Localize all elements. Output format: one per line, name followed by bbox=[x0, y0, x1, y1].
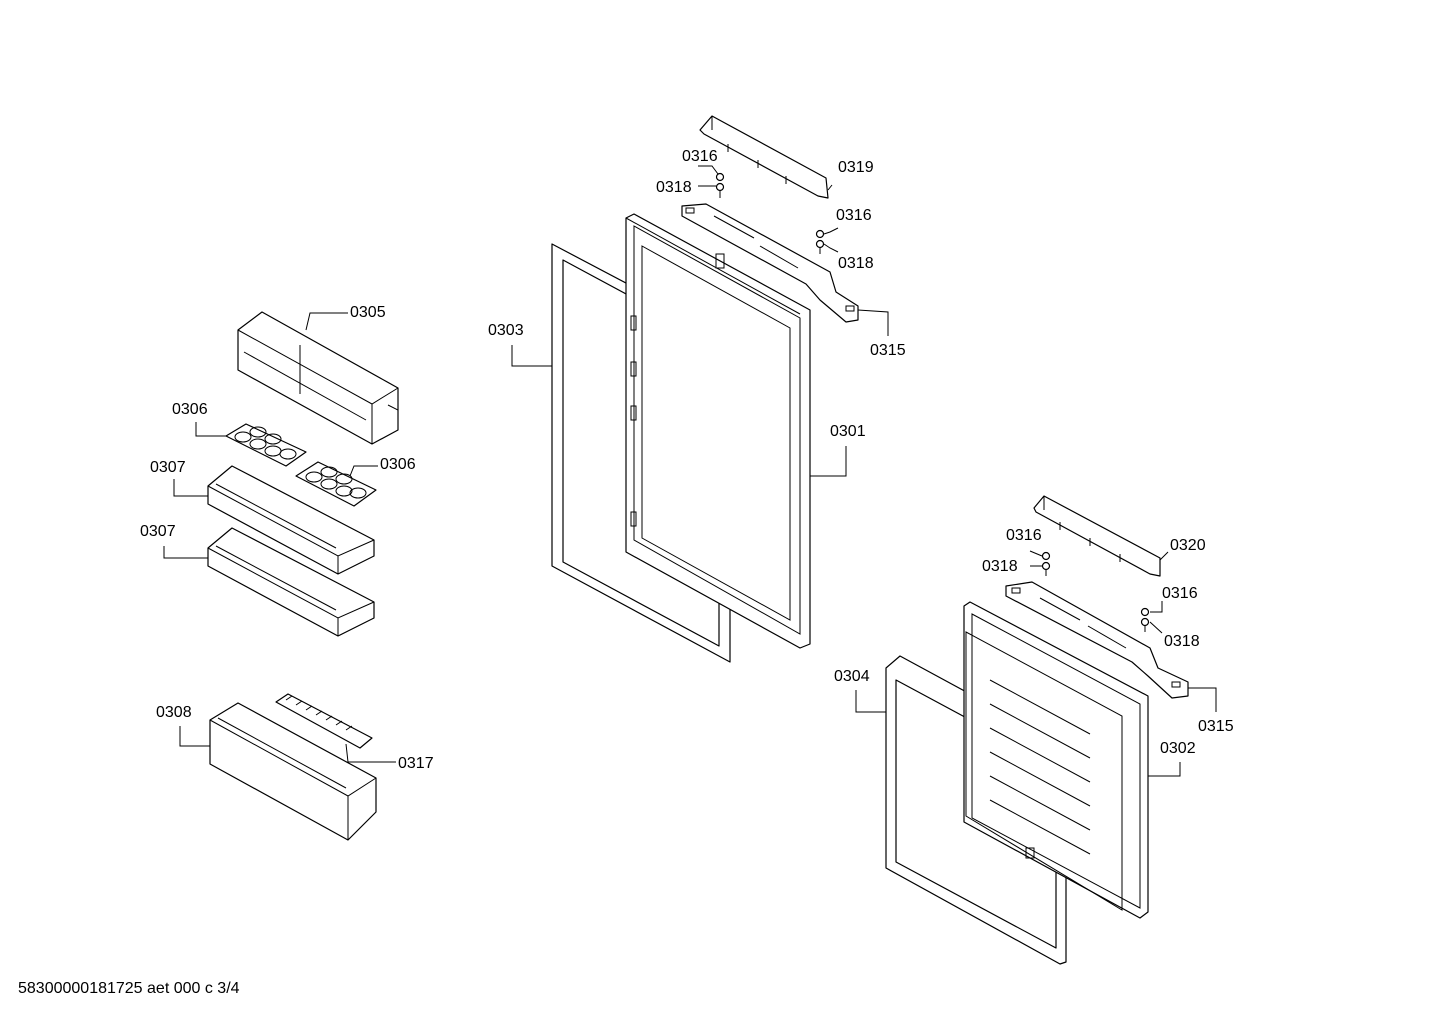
label-0306-right: 0306 bbox=[380, 456, 416, 473]
part-number-labels: 0305 0306 0306 0307 0307 0308 0317 0303 … bbox=[140, 148, 1234, 772]
leader-lines bbox=[163, 165, 1217, 777]
label-0316-upper-right: 0316 bbox=[836, 207, 872, 224]
part-0319-hinge-cover-upper bbox=[699, 115, 829, 199]
label-0302: 0302 bbox=[1160, 740, 1196, 757]
label-0301: 0301 bbox=[830, 423, 866, 440]
label-0316-lower-right: 0316 bbox=[1162, 585, 1198, 602]
label-0308: 0308 bbox=[156, 704, 192, 721]
part-0302-door-lower bbox=[963, 601, 1149, 919]
label-0319: 0319 bbox=[838, 159, 874, 176]
label-0318-lower-left: 0318 bbox=[982, 558, 1018, 575]
label-0307-upper: 0307 bbox=[150, 459, 186, 476]
part-0305-dairy-compartment bbox=[237, 311, 399, 445]
part-0307-door-shelf-upper bbox=[207, 465, 375, 575]
label-0318-upper-right: 0318 bbox=[838, 255, 874, 272]
label-0318-lower-right: 0318 bbox=[1164, 633, 1200, 650]
label-0315-upper: 0315 bbox=[870, 342, 906, 359]
part-0320-hinge-cover-lower bbox=[1033, 495, 1161, 577]
part-0308-bottle-shelf bbox=[209, 702, 377, 841]
screw-set-lower-left bbox=[1041, 551, 1051, 576]
label-0304: 0304 bbox=[834, 668, 870, 685]
screw-set-upper-right bbox=[815, 229, 825, 254]
label-0307-lower: 0307 bbox=[140, 523, 176, 540]
part-0315-hinge-bracket-lower bbox=[1005, 581, 1189, 699]
label-0306-left: 0306 bbox=[172, 401, 208, 418]
screw-set-lower-right bbox=[1140, 607, 1150, 632]
label-0303: 0303 bbox=[488, 322, 524, 339]
part-0306-egg-tray-left bbox=[225, 423, 307, 467]
screw-set-upper-left bbox=[715, 172, 725, 198]
label-0315-lower: 0315 bbox=[1198, 718, 1234, 735]
label-0317: 0317 bbox=[398, 755, 434, 772]
part-0317-bottle-retainer bbox=[275, 693, 373, 749]
label-0316-lower-left: 0316 bbox=[1006, 527, 1042, 544]
part-0315-hinge-bracket-upper bbox=[681, 203, 859, 323]
label-0316-upper-left: 0316 bbox=[682, 148, 718, 165]
part-0306-egg-tray-right bbox=[295, 461, 377, 507]
label-0318-upper-left: 0318 bbox=[656, 179, 692, 196]
part-0307-door-shelf-lower bbox=[207, 527, 375, 637]
label-0305: 0305 bbox=[350, 304, 386, 321]
part-0301-door-upper bbox=[625, 213, 811, 649]
label-0320: 0320 bbox=[1170, 537, 1206, 554]
document-reference-footer: 58300000181725 aet 000 c 3/4 bbox=[18, 980, 240, 997]
